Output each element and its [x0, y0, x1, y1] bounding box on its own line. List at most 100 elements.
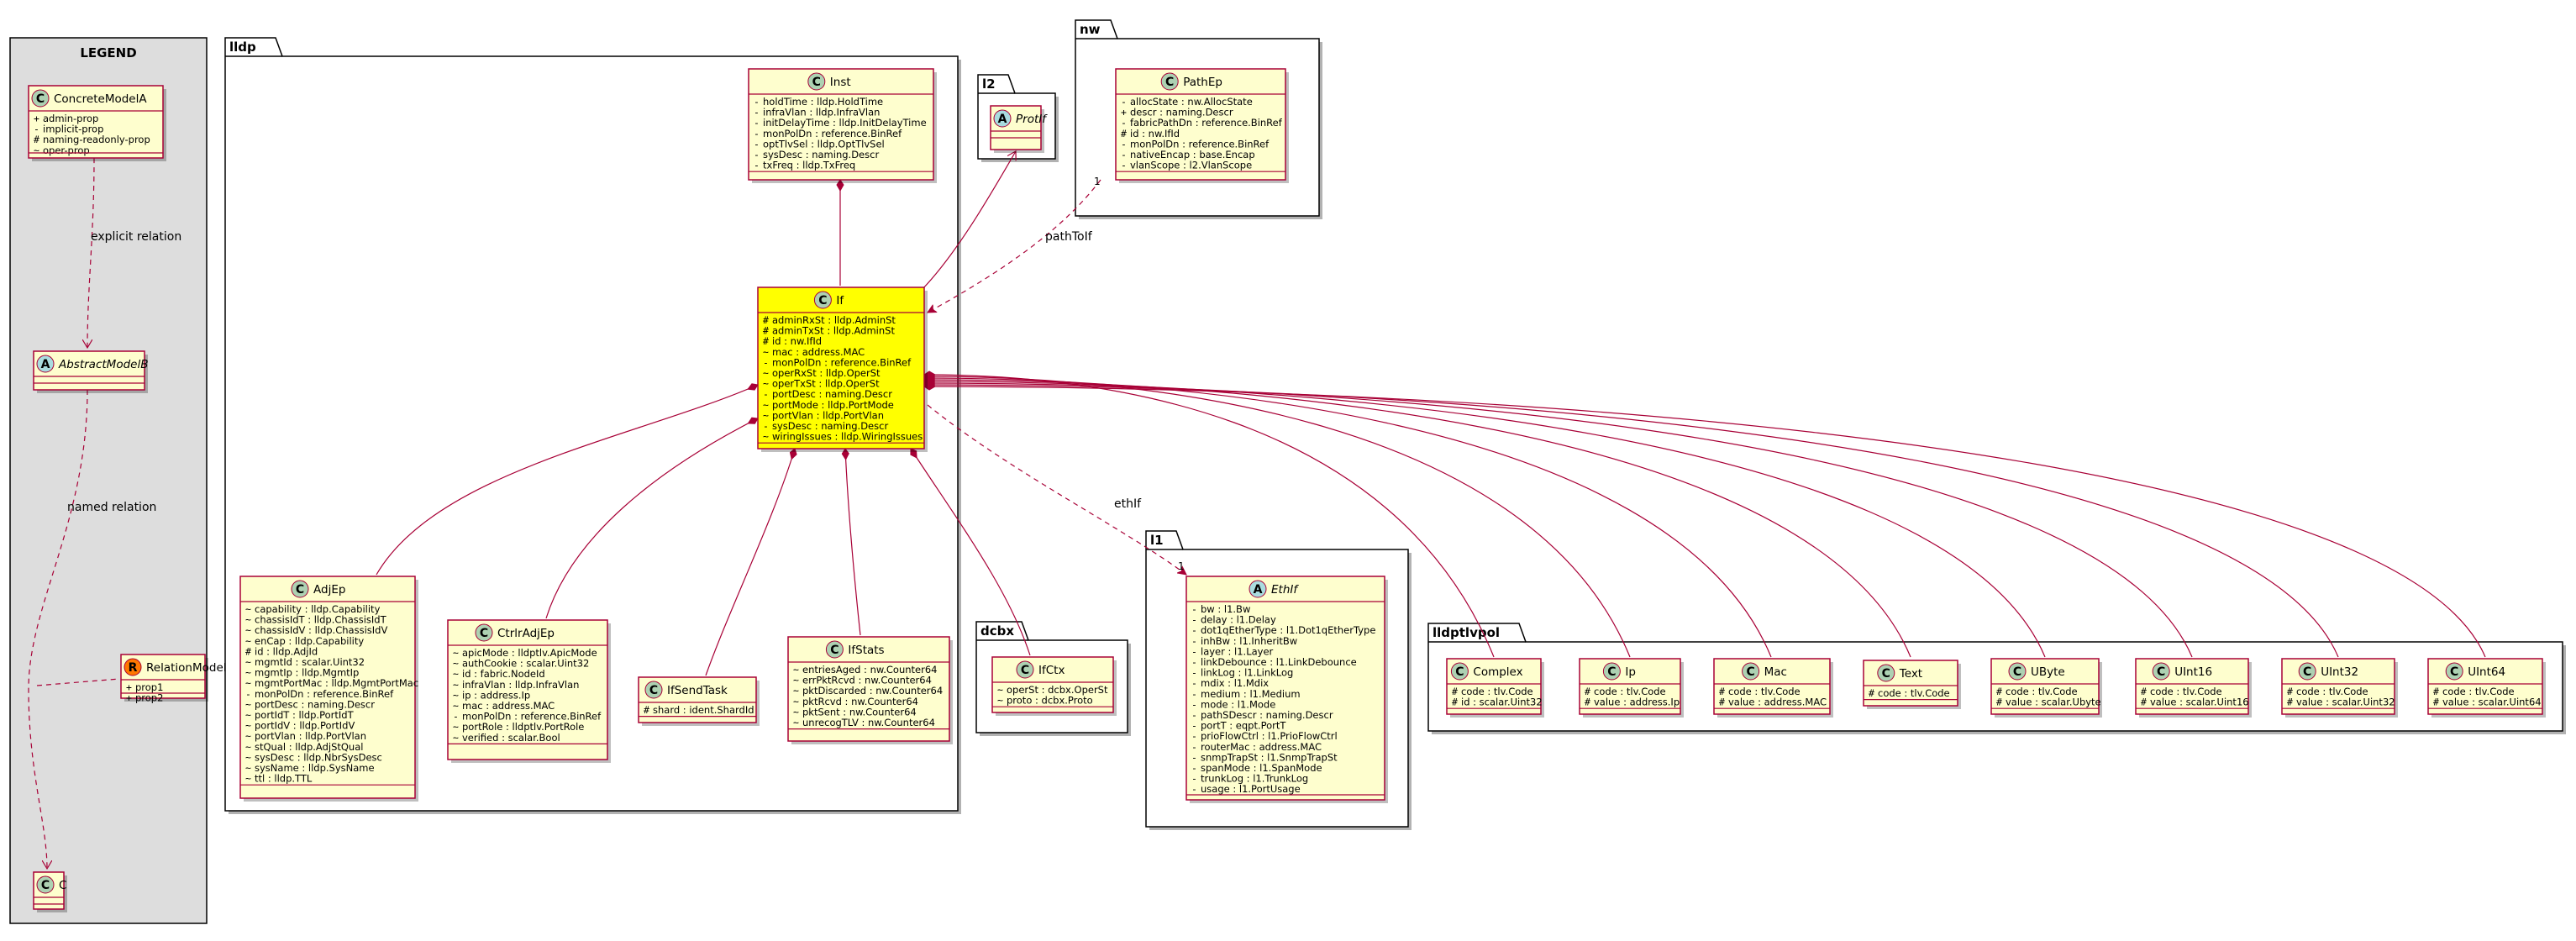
attr-visibility: ~: [453, 679, 459, 691]
class-kind-letter: C: [1607, 665, 1616, 679]
legend-explicit-label: explicit relation: [91, 230, 181, 244]
class-name: If: [836, 294, 844, 308]
attr-visibility: ~: [763, 431, 769, 443]
class-name: CtrlrAdjEp: [497, 627, 555, 640]
attr-visibility: -: [245, 688, 251, 700]
attr-text: proto : dcbx.Proto: [1007, 695, 1093, 707]
attr-visibility: ~: [763, 367, 769, 379]
attr-text: sysDesc : lldp.NbrSysDesc: [255, 751, 382, 763]
class-name: Text: [1899, 667, 1922, 681]
class-name: Inst: [830, 76, 851, 89]
attr-visibility: -: [1191, 677, 1197, 689]
attr-visibility: ~: [245, 667, 251, 679]
package-label-dcbx: dcbx: [980, 623, 1014, 639]
attr-text: implicit-prop: [43, 124, 103, 135]
class-kind-icon: [1602, 662, 1621, 681]
class-kind-icon: [2152, 662, 2170, 681]
package-label-l1: l1: [1150, 533, 1164, 548]
attr-text: monPolDn : reference.BinRef: [462, 711, 602, 723]
attr-text: code : tlv.Code: [1594, 686, 1666, 697]
attr-visibility: ~: [997, 695, 1003, 707]
attr-visibility: ~: [453, 658, 459, 670]
class-name: IfStats: [848, 644, 884, 657]
if-mac-composition: [923, 374, 1772, 658]
attr-visibility: #: [1996, 686, 2002, 697]
attr-text: adminRxSt : lldp.AdminSt: [772, 314, 896, 326]
attr-visibility: #: [1452, 697, 1458, 708]
attr-text: naming-readonly-prop: [43, 134, 150, 145]
attr-visibility: #: [34, 134, 39, 145]
attr-text: monPolDn : reference.BinRef: [255, 688, 394, 700]
class-name: ProtIf: [1016, 113, 1048, 126]
attr-text: portVlan : lldp.PortVlan: [255, 730, 366, 742]
attr-visibility: +: [126, 681, 132, 693]
class-kind-icon: [2298, 662, 2316, 681]
attr-text: oper-prop: [43, 145, 90, 156]
attr-visibility: -: [1121, 138, 1127, 150]
attr-visibility: ~: [34, 145, 39, 156]
attr-text: authCookie : scalar.Uint32: [462, 658, 589, 670]
class-kind-letter: C: [480, 627, 488, 640]
attr-text: descr : naming.Descr: [1130, 107, 1233, 118]
attr-text: prop2: [135, 692, 163, 704]
attr-text: allocState : nw.AllocState: [1130, 96, 1253, 108]
attr-visibility: -: [763, 388, 769, 400]
attr-visibility: ~: [453, 668, 459, 680]
attr-visibility: +: [34, 113, 39, 124]
attr-text: infraVlan : lldp.InfraVlan: [462, 679, 579, 691]
attr-text: portT : eqpt.PortT: [1201, 720, 1286, 732]
attr-visibility: -: [1191, 751, 1197, 763]
relation-labels: explicit relation named relation pathToI…: [67, 176, 1185, 572]
package-label-nw: nw: [1080, 22, 1101, 37]
attr-text: mac : address.MAC: [772, 346, 865, 358]
attr-text: vlanScope : l2.VlanScope: [1130, 160, 1252, 171]
attr-visibility: #: [1719, 686, 1725, 697]
class-kind-icon: [1249, 580, 1267, 598]
attr-text: linkLog : l1.LinkLog: [1201, 667, 1293, 679]
attr-text: medium : l1.Medium: [1201, 688, 1301, 700]
attr-text: linkDebounce : l1.LinkDebounce: [1201, 656, 1357, 668]
class-name: UInt16: [2174, 665, 2212, 679]
class-kind-icon: [1877, 664, 1895, 682]
class-name: Complex: [1473, 665, 1522, 679]
attr-text: id : nw.IfId: [772, 335, 822, 347]
attr-text: code : tlv.Code: [1728, 686, 1801, 697]
class-kind-icon: [36, 875, 55, 894]
attr-visibility: -: [1191, 656, 1197, 668]
legend-named-edge: [28, 389, 88, 869]
if-uint16-composition: [923, 379, 2193, 658]
legend-title: LEGEND: [80, 45, 136, 60]
class-kind-icon: [36, 355, 55, 373]
attr-text: sysDesc : naming.Descr: [763, 149, 879, 160]
attr-visibility: -: [1121, 96, 1127, 108]
attr-text: routerMac : address.MAC: [1201, 741, 1322, 753]
attr-text: portDesc : naming.Descr: [255, 698, 375, 710]
attr-visibility: ~: [793, 706, 799, 718]
attr-visibility: #: [1121, 128, 1127, 139]
class-kind-icon: [124, 658, 142, 676]
attr-text: ttl : lldp.TTL: [255, 773, 313, 785]
